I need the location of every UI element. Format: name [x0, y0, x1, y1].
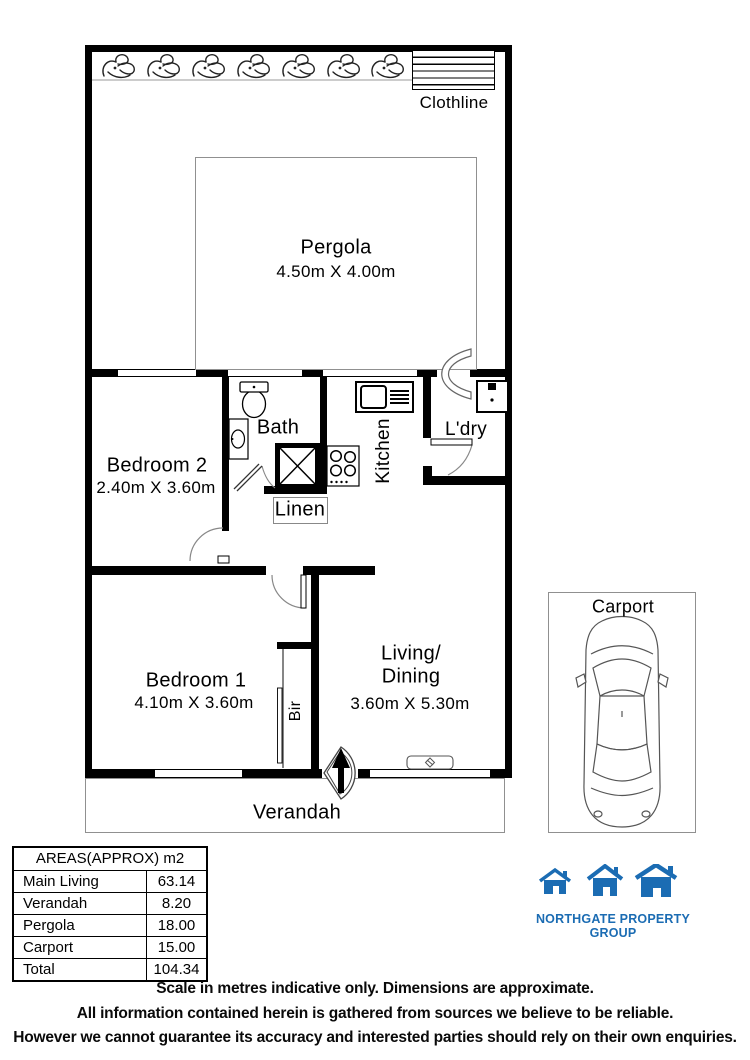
carport-label: Carport — [591, 596, 655, 617]
carport-outline — [548, 592, 696, 833]
toilet-icon — [239, 381, 269, 419]
area-row-label: Carport — [14, 937, 147, 958]
table-row: Pergola 18.00 — [14, 915, 206, 937]
disclaimer-line-2: All information contained herein is gath… — [76, 1004, 674, 1022]
wall-segment — [277, 642, 312, 649]
pergola-dims: 4.50m X 4.00m — [276, 262, 396, 281]
verandah-label: Verandah — [252, 801, 342, 824]
bedroom1-label: Bedroom 1 — [145, 669, 247, 692]
clothline-icon — [412, 50, 495, 90]
wall-segment — [470, 369, 505, 377]
wall-segment — [264, 486, 327, 494]
pergola-label: Pergola — [300, 236, 372, 259]
wall-segment — [320, 377, 327, 492]
wall-segment — [303, 566, 375, 575]
wall-segment — [85, 45, 92, 778]
laundry-door-icon — [430, 438, 473, 476]
disclaimer-line-1: Scale in metres indicative only. Dimensi… — [156, 980, 594, 997]
disclaimer: Scale in metres indicative only. Dimensi… — [0, 977, 750, 1051]
wall-segment — [311, 575, 319, 769]
wall-segment — [423, 377, 431, 438]
wall-segment — [423, 466, 432, 478]
bedroom1-door-icon — [271, 574, 307, 609]
disclaimer-line-3: However we cannot guarantee its accuracy… — [13, 1029, 737, 1046]
heater-icon — [406, 755, 454, 770]
window — [323, 369, 417, 377]
cooktop-icon — [326, 445, 360, 487]
kitchen-sink-icon — [355, 381, 414, 413]
area-row-label: Main Living — [14, 871, 147, 892]
bir-label: Bir — [287, 700, 304, 722]
houses-logo-icon — [538, 862, 678, 897]
wall-segment — [85, 45, 512, 52]
table-row: Main Living 63.14 — [14, 871, 206, 893]
linen-label-box — [273, 497, 328, 524]
areas-table: AREAS(APPROX) m2 Main Living 63.14 Veran… — [12, 846, 208, 982]
wall-segment — [92, 369, 118, 377]
wall-segment — [423, 476, 512, 485]
company-logo: NORTHGATE PROPERTY GROUP — [518, 862, 708, 940]
wall-segment — [302, 369, 323, 377]
area-row-value: 8.20 — [161, 895, 192, 912]
linen-label: Linen — [274, 498, 326, 521]
area-row-label: Verandah — [14, 893, 147, 914]
bedroom2-label: Bedroom 2 — [106, 454, 208, 477]
window — [228, 369, 302, 377]
company-name: NORTHGATE PROPERTY GROUP — [535, 912, 691, 940]
table-row: Carport 15.00 — [14, 937, 206, 959]
areas-table-header: AREAS(APPROX) m2 — [14, 848, 206, 871]
wall-segment — [196, 369, 228, 377]
bath-sink-icon — [228, 418, 249, 460]
bedroom2-door-icon — [189, 527, 230, 564]
table-row: Total 104.34 — [14, 959, 206, 980]
wall-segment — [242, 769, 322, 778]
living-dims: 3.60m X 5.30m — [350, 694, 470, 713]
wall-segment — [222, 377, 229, 531]
wall-segment — [505, 45, 512, 778]
table-row: Verandah 8.20 — [14, 893, 206, 915]
wall-segment — [490, 769, 512, 778]
garden-birds-icon — [92, 54, 412, 81]
laundry-trough-icon — [476, 380, 509, 413]
wall-segment — [92, 566, 266, 575]
bath-label: Bath — [256, 416, 300, 439]
area-row-value: 18.00 — [157, 917, 196, 934]
living-label-line2: Dining — [381, 665, 441, 688]
window — [118, 369, 196, 377]
area-row-value: 15.00 — [157, 939, 196, 956]
area-row-value: 104.34 — [153, 961, 200, 978]
wall-segment — [85, 769, 155, 778]
verandah-outline — [85, 778, 505, 833]
area-row-label: Pergola — [14, 915, 147, 936]
area-row-value: 63.14 — [157, 873, 196, 890]
bedroom1-dims: 4.10m X 3.60m — [134, 693, 254, 712]
robe-slider-icon — [277, 649, 284, 768]
pergola-outline — [195, 157, 477, 370]
living-label-line1: Living/ — [381, 642, 441, 665]
kitchen-label: Kitchen — [373, 418, 394, 484]
linen-cupboard-icon — [275, 443, 320, 489]
window — [370, 769, 490, 778]
area-row-label: Total — [14, 959, 147, 980]
window — [155, 769, 242, 778]
wall-segment — [417, 369, 437, 377]
clothline-label: Clothline — [419, 93, 489, 112]
bedroom2-dims: 2.40m X 3.60m — [96, 478, 216, 497]
wall-segment — [358, 769, 370, 778]
laundry-label: L'dry — [444, 419, 488, 440]
